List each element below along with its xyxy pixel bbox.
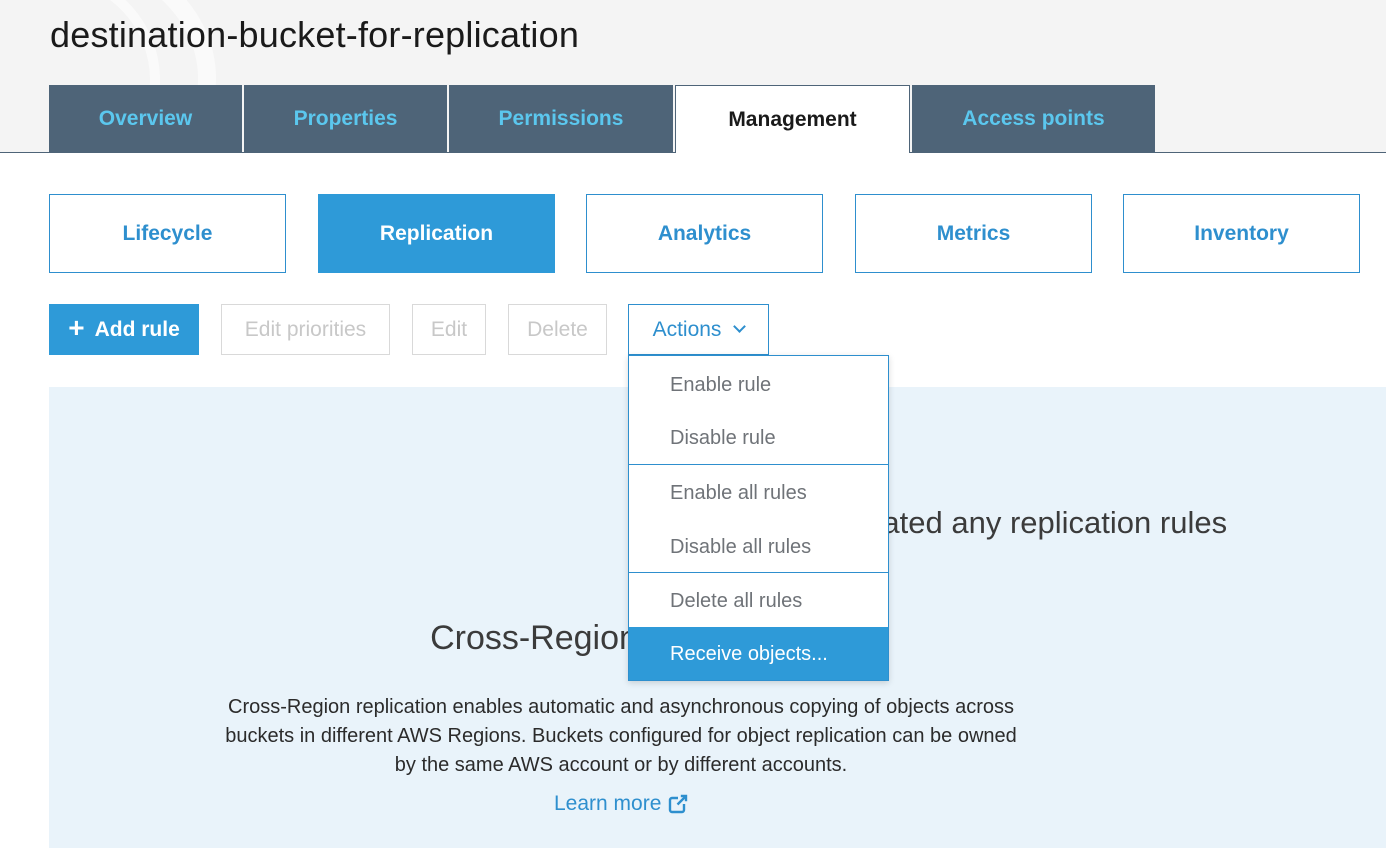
add-rule-label: Add rule [94, 317, 180, 341]
subtab-replication[interactable]: Replication [318, 194, 555, 273]
edit-priorities-button[interactable]: Edit priorities [221, 304, 390, 355]
learn-more-link[interactable]: Learn more [554, 792, 689, 816]
edit-button[interactable]: Edit [412, 304, 486, 355]
tab-properties[interactable]: Properties [244, 85, 447, 152]
page-title: destination-bucket-for-replication [50, 14, 580, 55]
menu-item-disable-rule[interactable]: Disable rule [670, 426, 776, 449]
feature-description: Cross-Region replication enables automat… [225, 696, 1017, 776]
actions-label: Actions [652, 317, 722, 341]
menu-item-enable-all-rules[interactable]: Enable all rules [670, 481, 807, 504]
menu-item-receive-objects[interactable]: Receive objects... [629, 627, 888, 680]
header-decoration [0, 0, 160, 153]
external-link-icon [669, 794, 688, 814]
tab-permissions[interactable]: Permissions [449, 85, 673, 152]
subtab-lifecycle[interactable]: Lifecycle [49, 194, 286, 273]
subtab-analytics[interactable]: Analytics [586, 194, 823, 273]
menu-divider [629, 464, 888, 465]
chevron-down-icon [733, 320, 747, 333]
actions-dropdown-button[interactable]: Actions [628, 304, 769, 355]
feature-title: Cross-Region [430, 619, 638, 657]
menu-item-delete-all-rules[interactable]: Delete all rules [670, 589, 803, 612]
plus-icon: + [68, 312, 85, 343]
menu-item-enable-rule[interactable]: Enable rule [670, 373, 772, 396]
delete-button[interactable]: Delete [508, 304, 607, 355]
menu-item-disable-all-rules[interactable]: Disable all rules [670, 535, 812, 558]
subtab-inventory[interactable]: Inventory [1123, 194, 1360, 273]
menu-divider [629, 572, 888, 573]
add-rule-button[interactable]: + Add rule [49, 304, 199, 355]
learn-more-label: Learn more [554, 792, 662, 815]
tab-overview[interactable]: Overview [49, 85, 242, 152]
tab-management[interactable]: Management [675, 85, 910, 153]
tab-access-points[interactable]: Access points [912, 85, 1155, 152]
actions-menu: Enable rule Disable rule Enable all rule… [628, 355, 889, 681]
subtab-metrics[interactable]: Metrics [855, 194, 1092, 273]
